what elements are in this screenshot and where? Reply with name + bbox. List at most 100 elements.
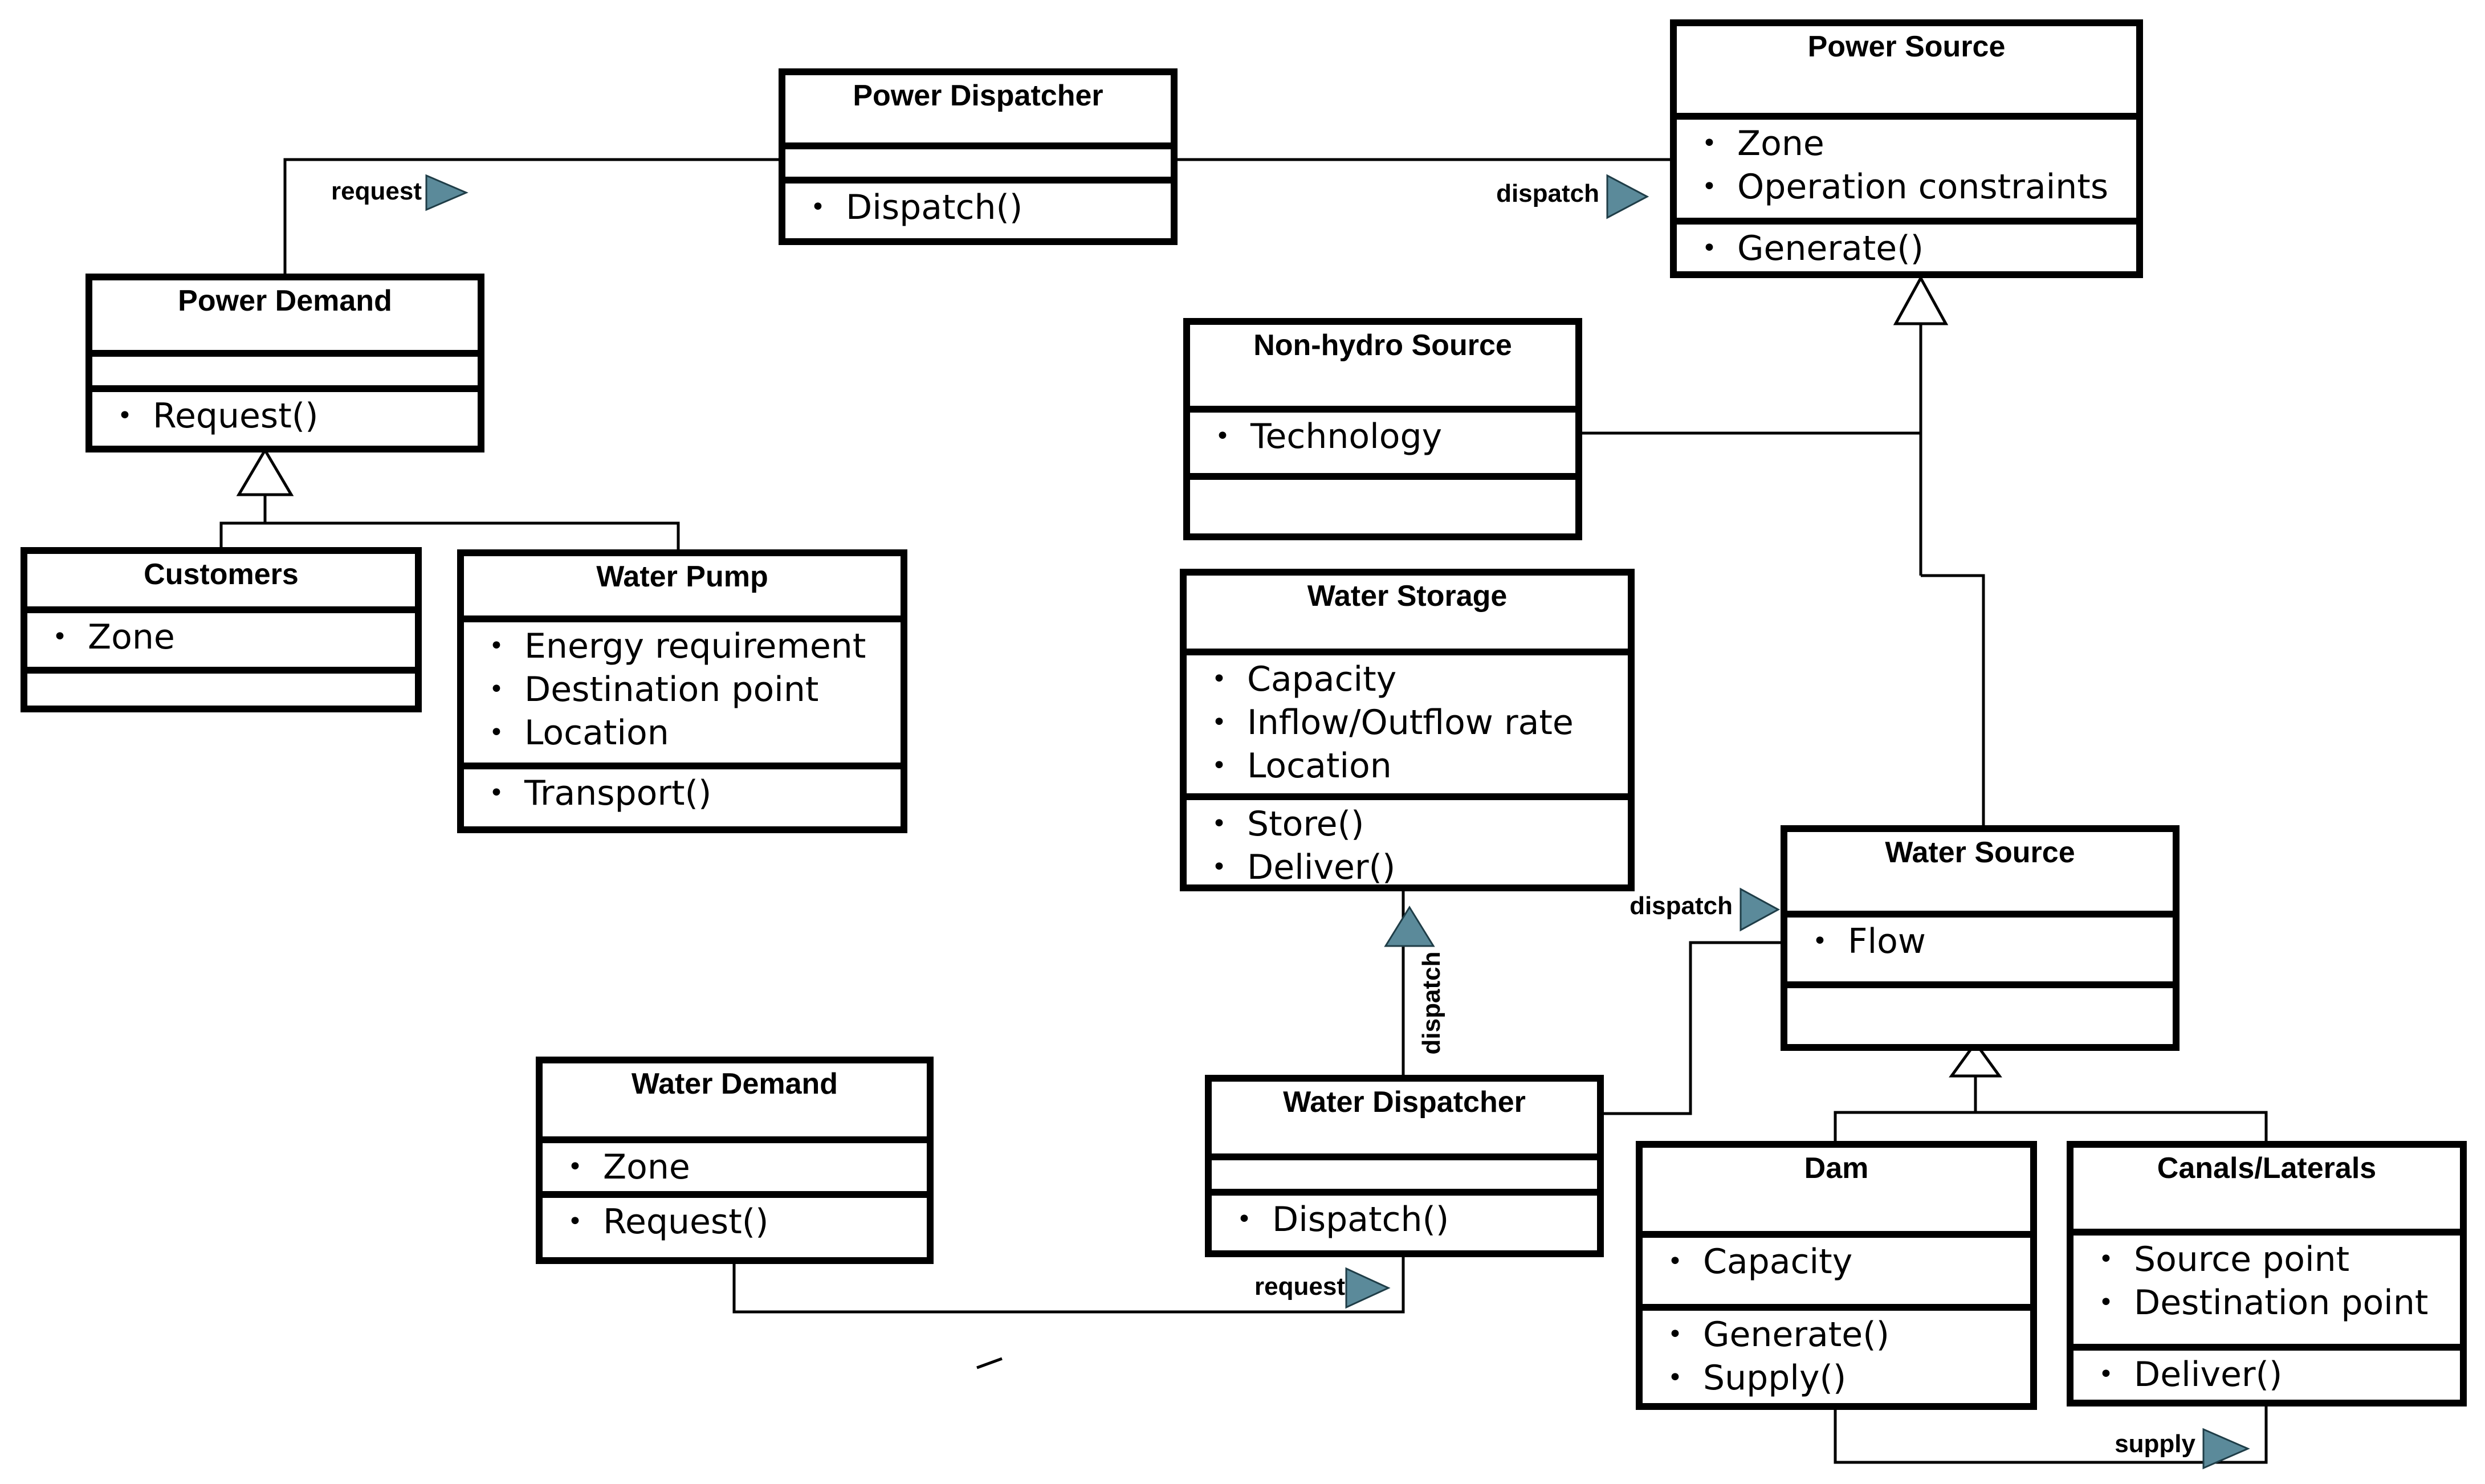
association-labels: request dispatch dispatch dispatch reque… <box>331 177 2195 1458</box>
class-title: Customers <box>144 558 299 591</box>
attributes-compartment: Zone <box>543 1136 927 1191</box>
class-title: Canals/Laterals <box>2157 1152 2377 1185</box>
attributes-compartment: Source point Destination point <box>2073 1229 2460 1344</box>
water-request-arrow <box>1345 1267 1391 1309</box>
methods-compartment: Dispatch() <box>1212 1189 1597 1250</box>
water-source-dispatch-label: dispatch <box>1629 892 1733 920</box>
attributes-compartment: Energy requirement Destination point Loc… <box>464 615 901 763</box>
attributes-compartment: Flow <box>1787 911 2173 981</box>
attribute-item: Operation constraints <box>1702 165 2136 209</box>
method-item: Store() <box>1212 802 1628 846</box>
method-item: Supply() <box>1668 1356 2030 1400</box>
storage-dispatch-label: dispatch <box>1417 952 1445 1055</box>
class-power-source: Power Source Zone Operation constraints … <box>1670 19 2143 278</box>
class-title: Power Source <box>1807 30 2006 63</box>
attributes-compartment: Zone Operation constraints <box>1677 113 2136 218</box>
methods-compartment: Dispatch() <box>785 177 1171 238</box>
power-dispatch-label: dispatch <box>1496 180 1599 207</box>
class-water-demand: Water Demand Zone Request() <box>536 1057 934 1264</box>
methods-compartment: Request() <box>92 385 478 446</box>
attributes-compartment: Technology <box>1190 406 1575 473</box>
connector-lines <box>219 158 2268 1464</box>
power-source-generalization-arrowhead <box>1893 275 1949 325</box>
attribute-item: Location <box>489 711 901 755</box>
water-source-generalization-line <box>1921 574 1985 825</box>
generalization-arrowheads <box>236 275 2002 1078</box>
class-power-demand: Power Demand Request() <box>85 274 484 452</box>
dam-supply-arrow <box>2202 1428 2250 1470</box>
methods-compartment: Deliver() <box>2073 1344 2460 1400</box>
power-demand-to-dispatcher-line <box>283 158 782 276</box>
attribute-item: Inflow/Outflow rate <box>1212 701 1628 744</box>
methods-compartment <box>27 667 415 706</box>
attribute-item: Zone <box>52 615 415 659</box>
power-demand-generalization-arrowhead <box>236 447 294 496</box>
attribute-item: Energy requirement <box>489 625 901 668</box>
methods-compartment <box>1190 473 1575 533</box>
class-customers: Customers Zone <box>21 547 422 712</box>
class-dam: Dam Capacity Generate() Supply() <box>1636 1141 2037 1410</box>
method-item: Generate() <box>1668 1313 2030 1356</box>
attributes-compartment <box>785 142 1171 177</box>
attribute-item: Location <box>1212 744 1628 788</box>
class-water-storage: Water Storage Capacity Inflow/Outflow ra… <box>1180 569 1635 891</box>
attributes-compartment: Zone <box>27 606 415 667</box>
class-title: Power Dispatcher <box>853 79 1103 112</box>
method-item: Dispatch() <box>1237 1198 1597 1241</box>
class-title: Water Dispatcher <box>1283 1086 1526 1119</box>
class-water-dispatcher: Water Dispatcher Dispatch() <box>1205 1075 1604 1257</box>
class-title: Water Demand <box>631 1067 838 1100</box>
power-request-arrow <box>425 174 469 211</box>
methods-compartment: Store() Deliver() <box>1187 793 1628 884</box>
class-title: Power Demand <box>178 284 392 317</box>
attribute-item: Source point <box>2099 1238 2460 1281</box>
attribute-item: Flow <box>1812 920 2173 963</box>
attribute-item: Capacity <box>1668 1240 2030 1283</box>
stray-mark <box>976 1357 1003 1369</box>
methods-compartment <box>1787 981 2173 1044</box>
method-item: Request() <box>568 1200 927 1244</box>
class-title: Water Source <box>1885 836 2075 869</box>
method-item: Dispatch() <box>810 186 1171 229</box>
method-item: Transport() <box>489 772 901 815</box>
method-item: Deliver() <box>2099 1353 2460 1396</box>
class-title: Water Storage <box>1307 580 1508 613</box>
attribute-item: Technology <box>1215 415 1575 458</box>
dam-supply-label: supply <box>2115 1430 2195 1458</box>
class-canals-laterals: Canals/Laterals Source point Destination… <box>2067 1141 2467 1406</box>
water-source-generalization-line-dam <box>1834 1076 1977 1143</box>
class-power-dispatcher: Power Dispatcher Dispatch() <box>779 68 1178 245</box>
dam-to-canals-supply-line <box>1834 1403 2268 1464</box>
method-item: Deliver() <box>1212 846 1628 884</box>
water-request-label: request <box>1254 1273 1345 1300</box>
power-dispatch-arrow <box>1606 174 1649 219</box>
attributes-compartment <box>92 350 478 385</box>
storage-dispatch-arrow <box>1384 906 1435 947</box>
method-item: Request() <box>117 394 478 438</box>
power-demand-generalization-line <box>219 495 267 549</box>
water-dispatcher-to-source-line <box>1600 941 1784 1115</box>
methods-compartment: Generate() Supply() <box>1643 1304 2030 1403</box>
attribute-item: Zone <box>1702 122 2136 165</box>
methods-compartment: Request() <box>543 1191 927 1257</box>
attribute-item: Destination point <box>489 668 901 711</box>
water-source-dispatch-arrow <box>1740 887 1781 932</box>
class-title: Water Pump <box>596 560 768 593</box>
class-non-hydro-source: Non-hydro Source Technology <box>1183 318 1582 540</box>
water-source-generalization-line-canals <box>1975 1111 2268 1143</box>
attributes-compartment <box>1212 1153 1597 1189</box>
method-item: Generate() <box>1702 227 2136 270</box>
attribute-item: Zone <box>568 1145 927 1189</box>
methods-compartment: Transport() <box>464 763 901 826</box>
attribute-item: Capacity <box>1212 658 1628 701</box>
attributes-compartment: Capacity Inflow/Outflow rate Location <box>1187 649 1628 793</box>
water-pump-generalization-line <box>265 521 680 552</box>
attribute-item: Destination point <box>2099 1281 2460 1324</box>
water-demand-to-dispatcher-line <box>732 1254 1405 1314</box>
attributes-compartment: Capacity <box>1643 1231 2030 1304</box>
class-water-source: Water Source Flow <box>1781 825 2180 1051</box>
association-arrowheads <box>425 174 2250 1470</box>
methods-compartment: Generate() <box>1677 218 2136 271</box>
water-source-generalization-arrowhead <box>1949 1040 2002 1078</box>
power-request-label: request <box>331 177 422 205</box>
